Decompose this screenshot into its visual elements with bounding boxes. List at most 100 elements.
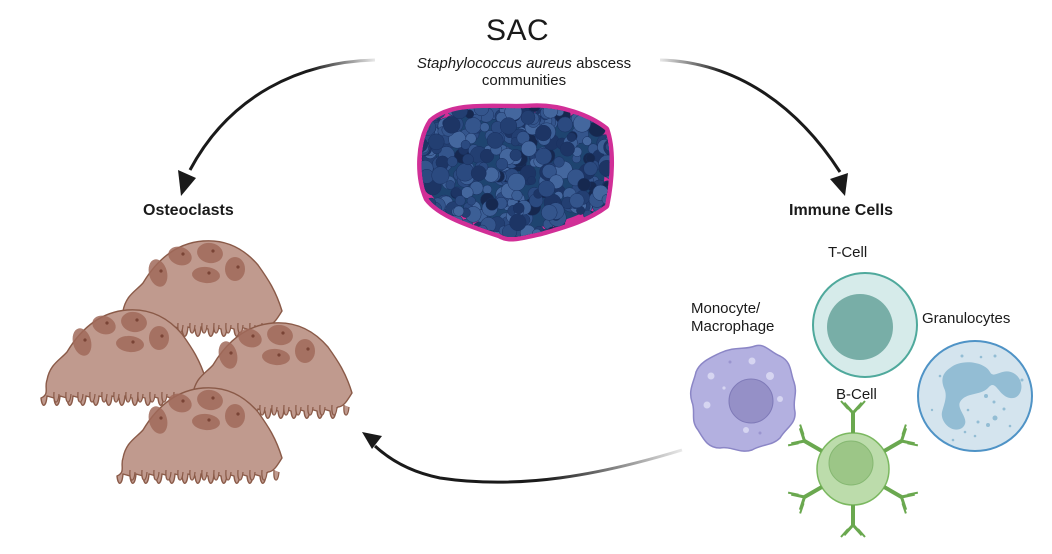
species-name: Staphylococcus aureus (416, 55, 572, 72)
bacterium-icon (573, 231, 590, 238)
bacterium-icon (482, 184, 493, 195)
bacterium-icon (535, 124, 552, 142)
osteoclast-icon (116, 387, 283, 484)
bacterium-icon (604, 234, 610, 238)
bacterium-icon (538, 180, 555, 198)
bacterium-icon (601, 107, 610, 121)
b-cell-label: B-Cell (836, 386, 877, 403)
bacterium-icon (586, 228, 600, 238)
bacterium-icon (520, 107, 531, 109)
arrow-immune-to-osteoclasts (362, 432, 683, 484)
bacterium-icon (443, 116, 461, 134)
osteoclasts-label: Osteoclasts (143, 202, 234, 219)
bacterium-icon (604, 217, 610, 226)
bacterium-icon (421, 212, 431, 224)
bacterium-icon (466, 228, 477, 238)
bacterium-icon (569, 193, 585, 209)
bacterium-icon (467, 231, 477, 238)
antibody-icon (883, 424, 919, 453)
bacterium-icon (596, 94, 608, 106)
bacterium-icon (458, 228, 471, 238)
subtitle-rest: abscess (571, 55, 632, 72)
bacterium-icon (460, 139, 471, 150)
bacterium-icon (509, 149, 522, 162)
bacterium-icon (453, 205, 465, 217)
arrow-sac-to-immune-cells (659, 58, 848, 196)
bacterium-icon (582, 136, 592, 146)
bacterium-icon (430, 228, 448, 238)
bacterium-icon (598, 159, 610, 177)
bacterium-icon (486, 132, 504, 149)
t-cell-icon (812, 272, 918, 378)
bacterium-icon (466, 229, 480, 238)
bacterium-icon (466, 196, 476, 206)
bacterium-icon (473, 238, 481, 246)
bacterium-icon (430, 220, 440, 230)
bacterium-icon (553, 156, 565, 168)
bacterium-icon (585, 153, 596, 164)
bacterium-icon (507, 173, 526, 192)
bacterium-icon (431, 166, 450, 185)
bacterium-icon (593, 107, 609, 115)
osteoclast-icon (116, 240, 283, 337)
antibody-icon (787, 485, 823, 514)
bacterium-icon (445, 180, 456, 190)
bacterium-icon (603, 221, 610, 233)
macrophage-icon (689, 344, 797, 452)
bacterium-icon (600, 95, 611, 106)
bacterium-icon (436, 223, 453, 238)
bacterium-icon (541, 164, 557, 179)
bacterium-icon (520, 140, 537, 157)
bacterium-icon (448, 224, 465, 238)
bacterium-icon (605, 107, 610, 113)
t-cell-label: T-Cell (828, 244, 868, 261)
bacterium-icon (541, 204, 558, 221)
bacterium-icon (421, 231, 429, 238)
osteoclasts-cluster (40, 240, 353, 484)
granulocyte-icon (917, 340, 1033, 452)
bacterium-icon (512, 202, 525, 215)
b-cell-icon (787, 400, 919, 538)
bacterium-icon (509, 213, 527, 231)
bacterium-icon (592, 107, 605, 111)
bacterium-icon (438, 107, 455, 110)
antibody-icon (787, 424, 823, 453)
bacterium-icon (470, 165, 487, 182)
bacterium-icon (447, 156, 458, 167)
bacterium-icon (461, 229, 473, 238)
bacterium-icon (511, 189, 523, 202)
bacterium-icon (462, 153, 474, 166)
bacterium-icon (520, 110, 536, 125)
bacterium-icon (454, 195, 466, 206)
bacterium-icon (581, 107, 591, 109)
bacterium-icon (606, 226, 610, 238)
bacterium-icon (583, 161, 598, 176)
bacterium-icon (428, 133, 445, 151)
antibody-icon (840, 505, 866, 538)
bacterium-icon (566, 132, 577, 142)
bacterium-icon (527, 107, 542, 112)
bacterium-icon (601, 108, 610, 122)
bacterium-icon (535, 147, 553, 165)
subtitle-line2: communities (481, 72, 567, 89)
bacterium-icon (587, 107, 600, 110)
bacterium-icon (451, 231, 463, 238)
bacterium-icon (542, 107, 559, 119)
bacterium-icon (444, 219, 454, 230)
antibody-icon (883, 485, 919, 514)
bacterium-icon (421, 107, 430, 111)
abscess-community-icon (417, 94, 615, 246)
bacterium-icon (442, 222, 461, 238)
bacterium-icon (577, 229, 591, 238)
bacterium-icon (464, 117, 482, 135)
monocyte-label-line2: Macrophage (691, 318, 775, 335)
bacterium-icon (446, 233, 460, 238)
bacterium-icon (590, 216, 605, 231)
bacterium-icon (527, 176, 536, 185)
granulocytes-label: Granulocytes (922, 310, 1011, 327)
bacterium-icon (566, 107, 583, 111)
bacterium-icon (479, 122, 490, 133)
bacterium-icon (479, 148, 495, 163)
monocyte-label: Monocyte/ Macrophage (691, 300, 774, 336)
